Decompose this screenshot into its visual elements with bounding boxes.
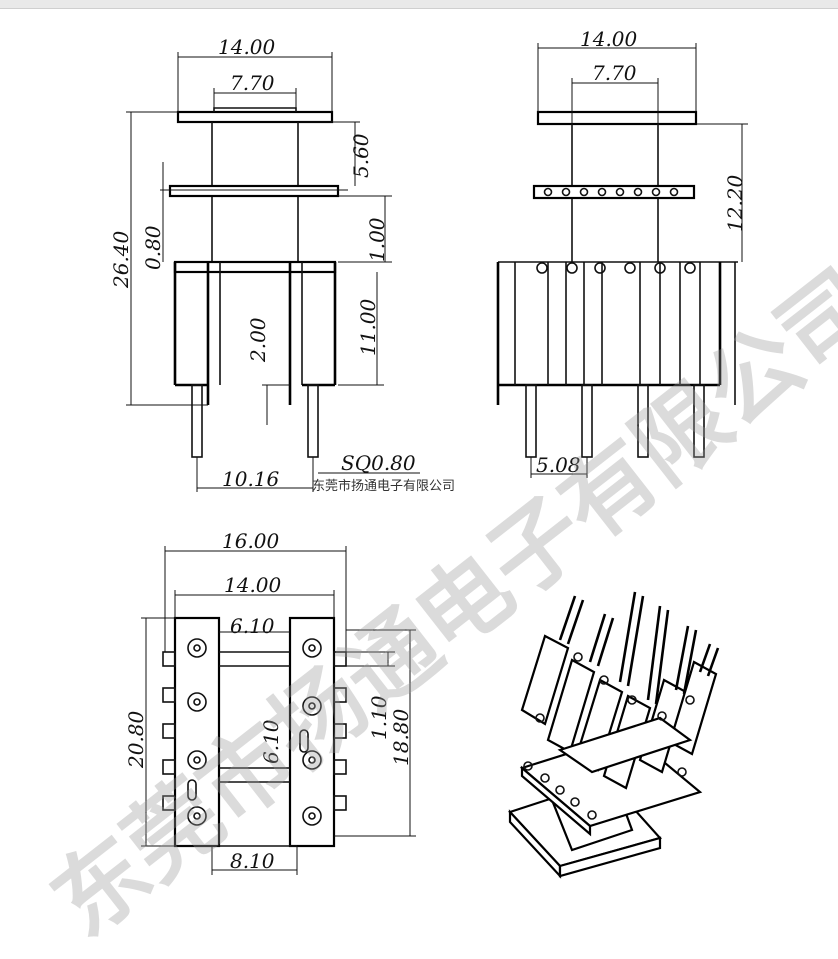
side-dim-height: 12.20 (723, 174, 747, 232)
bottom-dim-6-10b: 6.10 (259, 719, 283, 764)
front-dim-core: 7.70 (230, 71, 275, 95)
side-view: 14.00 7.70 12.20 5.08 (496, 27, 748, 478)
front-mid-flange (168, 184, 340, 198)
side-dim-pin-pitch: 5.08 (536, 453, 581, 477)
bottom-dim-16: 16.00 (222, 529, 280, 553)
front-pin-left (191, 384, 203, 458)
front-top-boss (213, 107, 297, 112)
bottom-dim-1-10: 1.10 (367, 695, 391, 740)
front-dim-height: 26.40 (109, 230, 133, 289)
side-top-flange (536, 110, 698, 126)
front-view: 14.00 7.70 5.60 26.40 0.80 1.00 11.00 (109, 35, 420, 492)
bottom-dim-14: 14.00 (224, 573, 282, 597)
front-pin-right (307, 384, 319, 458)
front-dim-pin-pitch: 10.16 (222, 467, 280, 491)
front-dim-pin-size: SQ0.80 (341, 451, 416, 475)
front-dim-leg: 11.00 (356, 298, 380, 356)
window-top-bar (0, 0, 838, 9)
bottom-left-rail (173, 616, 221, 848)
front-dim-width: 14.00 (218, 35, 276, 59)
front-dim-standoff: 2.00 (246, 317, 270, 363)
bottom-dim-18-80: 18.80 (389, 708, 413, 766)
watermark-text: 东莞市扬通电子有限公司 (33, 250, 838, 957)
bobbin-3d-icon (508, 591, 720, 879)
front-dim-gap: 1.00 (365, 217, 389, 262)
front-dim-flange-gap: 5.60 (349, 133, 373, 178)
front-top-flange (176, 110, 334, 124)
side-dim-width: 14.00 (580, 27, 638, 51)
bottom-dim-6-10a: 6.10 (230, 614, 275, 638)
bottom-dim-8-10: 8.10 (230, 849, 275, 873)
bottom-dim-20-80: 20.80 (124, 710, 148, 769)
watermark-small: 东莞市扬通电子有限公司 (312, 478, 455, 494)
side-dim-core: 7.70 (592, 61, 637, 85)
front-dim-flange-thick: 0.80 (141, 225, 165, 270)
front-base-plate (173, 260, 337, 274)
bottom-view: 16.00 14.00 6.10 6.10 20.80 1.10 18.80 (124, 529, 416, 875)
